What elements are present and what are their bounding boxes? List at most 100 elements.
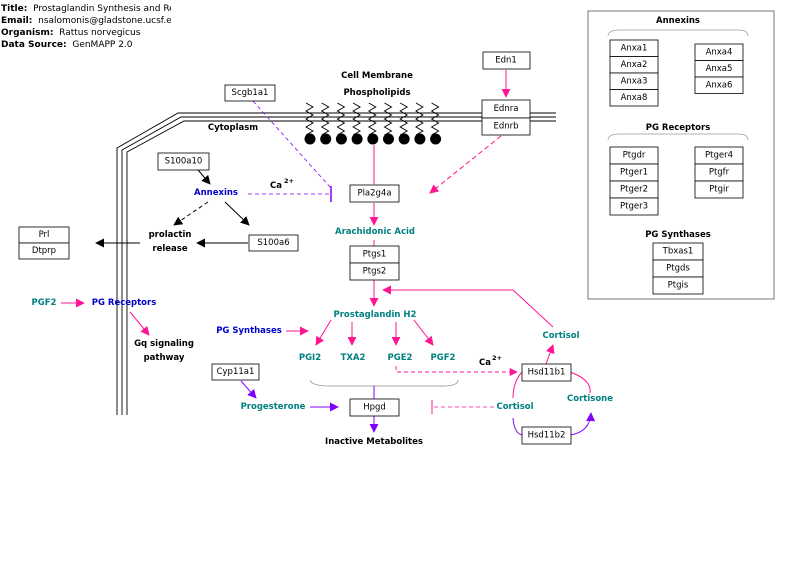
legend-gene-anxa8[interactable]: Anxa8 — [609, 89, 659, 107]
pathway-title: Prostaglandin Synthesis and Reg — [33, 4, 171, 14]
legend-gene-anxa6[interactable]: Anxa6 — [694, 76, 744, 94]
label-pg-receptors: PG Receptors — [92, 298, 157, 308]
bracket-prostaglandins — [309, 379, 459, 387]
legend-gene-anxa2[interactable]: Anxa2 — [609, 56, 659, 74]
legend-gene-label: Ptger3 — [620, 202, 648, 212]
lipid-head — [430, 133, 442, 145]
legend-gene-ptger3[interactable]: Ptger3 — [609, 197, 659, 216]
label-pathway: pathway — [144, 353, 185, 363]
label-cortisol-low: Cortisol — [496, 402, 533, 412]
label-ca-sup: 2+ — [284, 177, 294, 185]
phospholipids — [304, 102, 442, 145]
label-inactive-metabolites: Inactive Metabolites — [325, 437, 423, 447]
author-email: nsalomonis@gladstone.ucsf.edu — [38, 16, 171, 26]
legend-gene-anxa1[interactable]: Anxa1 — [609, 39, 659, 57]
lipid-tail — [367, 102, 377, 136]
legend-gene-anxa3[interactable]: Anxa3 — [609, 72, 659, 90]
legend-gene-label: Anxa6 — [706, 80, 733, 90]
gene-ednra[interactable]: Ednra — [481, 99, 531, 119]
legend-gene-ptgds[interactable]: Ptgds — [652, 259, 704, 278]
lipid-head — [414, 133, 426, 145]
gene-edn1[interactable]: Edn1 — [482, 51, 531, 70]
legend-gene-anxa4[interactable]: Anxa4 — [694, 43, 744, 61]
edge-annexins-s100a6 — [224, 201, 250, 226]
svg-text:Pla2g4a: Pla2g4a — [357, 189, 391, 199]
legend-gene-ptgfr[interactable]: Ptgfr — [694, 163, 744, 182]
legend-gene-tbxas1[interactable]: Tbxas1 — [652, 242, 704, 261]
gene-hsd11b2[interactable]: Hsd11b2 — [521, 426, 572, 445]
legend-pgr-brace — [607, 133, 749, 141]
edge-pgh2-pgi2 — [315, 319, 332, 346]
edge-cyp11a1-progesterone — [240, 380, 257, 399]
organism-name: Rattus norvegicus — [59, 28, 141, 38]
lipid-tail — [336, 102, 346, 136]
edge-cortisone-hsd11b1 — [569, 371, 591, 394]
legend-gene-ptger4[interactable]: Ptger4 — [694, 146, 744, 165]
edge-s100a10-annexins — [197, 169, 211, 185]
edge-hsd11b2-cortisone — [569, 412, 596, 436]
legend-gene-ptgdr[interactable]: Ptgdr — [609, 146, 659, 165]
gene-dtprp[interactable]: Dtprp — [18, 242, 70, 260]
legend-pgs-title: PG Synthases — [645, 230, 711, 240]
lipid-head — [367, 133, 379, 145]
legend-gene-ptgir[interactable]: Ptgir — [694, 180, 744, 199]
edge-cortisol-hsd11b2 — [512, 417, 523, 436]
legend-gene-label: Anxa3 — [621, 76, 648, 86]
label-txa2: TXA2 — [341, 353, 366, 363]
label-prostaglandin-h2: Prostaglandin H2 — [334, 310, 417, 320]
svg-text:Cyp11a1: Cyp11a1 — [217, 367, 255, 377]
gene-cyp11a1[interactable]: Cyp11a1 — [211, 363, 260, 381]
legend-gene-ptger1[interactable]: Ptger1 — [609, 163, 659, 182]
lipid-tail — [430, 102, 440, 136]
legend-gene-label: Ptgir — [709, 185, 729, 195]
svg-text:Ptgs1: Ptgs1 — [363, 250, 387, 260]
legend-gene-label: Anxa1 — [621, 43, 648, 53]
email-row: Email: nsalomonis@gladstone.ucsf.edu — [1, 15, 171, 27]
lipid-tail — [383, 102, 393, 136]
gene-hpgd[interactable]: Hpgd — [349, 398, 400, 417]
legend-gene-label: Ptgfr — [709, 168, 730, 178]
svg-text:Scgb1a1: Scgb1a1 — [232, 88, 269, 98]
edge-hsd11b1-cortisol-low — [512, 371, 523, 399]
gene-ptgs2[interactable]: Ptgs2 — [349, 262, 400, 281]
gene-prl[interactable]: Prl — [18, 226, 70, 244]
gene-ptgs1[interactable]: Ptgs1 — [349, 245, 400, 264]
legend-annexins-brace — [607, 29, 749, 37]
gene-s100a6[interactable]: S100a6 — [248, 234, 299, 252]
legend-gene-label: Ptgis — [668, 281, 689, 291]
edge-annexins-prolactin — [173, 201, 209, 226]
label-ca2-sup: 2+ — [492, 354, 502, 362]
gene-boxes: Scgb1a1 Edn1 Ednra Ednrb S100a10 Pla2g4a… — [18, 51, 572, 445]
gene-hsd11b1[interactable]: Hsd11b1 — [521, 363, 572, 382]
label-annexins: Annexins — [194, 188, 238, 198]
svg-text:S100a10: S100a10 — [165, 157, 203, 167]
lipid-tail — [320, 102, 330, 136]
label-pgf2-left: PGF2 — [32, 298, 57, 308]
gene-ednrb[interactable]: Ednrb — [481, 117, 531, 136]
lipid-head — [398, 133, 410, 145]
svg-text:Ptgs2: Ptgs2 — [363, 267, 387, 277]
legend-panel: Annexins PG Receptors PG Synthases Anxa1… — [587, 10, 775, 300]
legend-gene-label: Anxa2 — [621, 60, 648, 70]
cell-membrane — [116, 112, 556, 415]
lipid-tail — [352, 102, 362, 136]
edge-pgh2-pgf2 — [413, 319, 434, 346]
gene-scgb1a1[interactable]: Scgb1a1 — [224, 84, 276, 102]
gene-s100a10[interactable]: S100a10 — [157, 152, 210, 171]
label-ca2: Ca — [479, 358, 491, 368]
legend-gene-anxa5[interactable]: Anxa5 — [694, 60, 744, 78]
edge-hsd11b1-cortisol — [545, 344, 555, 365]
label-phospholipids: Phospholipids — [343, 88, 410, 98]
svg-text:Ednra: Ednra — [494, 104, 519, 114]
edge-pgreceptors-gq — [129, 311, 150, 336]
label-cortisol-top: Cortisol — [542, 331, 579, 341]
legend-gene-ptgis[interactable]: Ptgis — [652, 276, 704, 295]
label-gq-signaling: Gq signaling — [134, 339, 194, 349]
gene-pla2g4a[interactable]: Pla2g4a — [349, 184, 400, 203]
legend-gene-ptger2[interactable]: Ptger2 — [609, 180, 659, 199]
label-prolactin: prolactin — [149, 230, 192, 240]
legend-gene-label: Ptger1 — [620, 168, 648, 178]
edge-cortisol-ptgs — [382, 285, 554, 328]
label-arachidonic-acid: Arachidonic Acid — [335, 227, 415, 237]
edge-pge2-hsd11b1 — [395, 366, 518, 377]
